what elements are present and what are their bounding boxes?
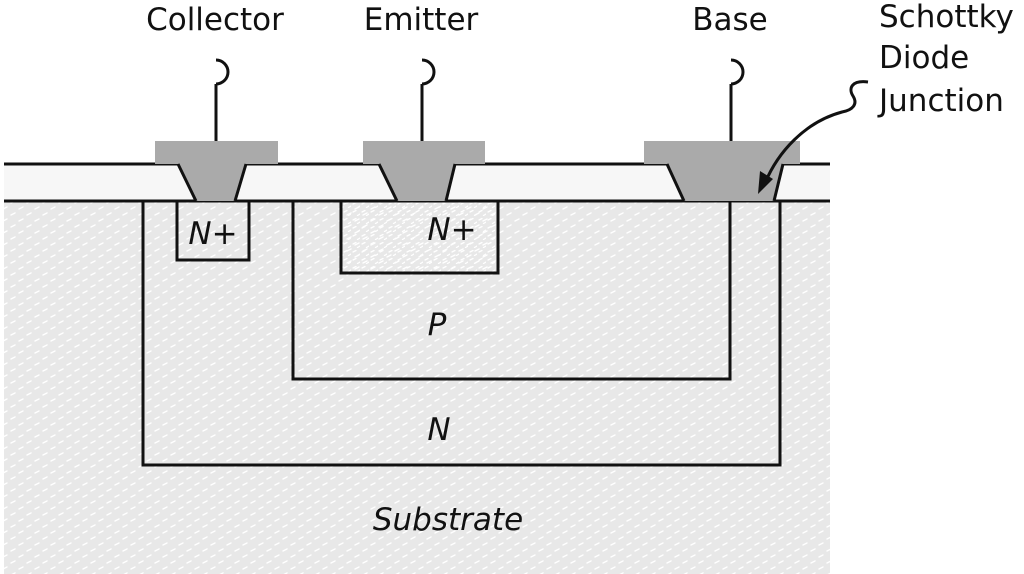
- schottky-pointer-arrow: [763, 80, 869, 184]
- emitter-contact-edge: [377, 163, 457, 202]
- collector-metal-contact: [155, 141, 278, 201]
- base-label: Base: [692, 2, 768, 38]
- annotation-line-1: Schottky: [879, 0, 1014, 35]
- p-region-outline: [291, 201, 732, 381]
- n-plus-emitter-outline: [339, 201, 500, 275]
- base-lead-wire: [729, 58, 745, 141]
- collector-contact-region-label: N+: [188, 216, 237, 252]
- n-plus-collector-outline: [175, 201, 251, 262]
- emitter-lead-wire: [420, 58, 436, 141]
- base-contact-edge: [665, 163, 785, 202]
- emitter-metal-contact: [363, 141, 485, 201]
- substrate-label: Substrate: [373, 502, 523, 538]
- collector-label: Collector: [146, 2, 284, 38]
- base-region-label: P: [428, 307, 447, 343]
- emitter-texture: [341, 203, 498, 273]
- collector-lead-wire: [214, 58, 230, 141]
- arrow-head-icon: [758, 171, 773, 194]
- n-region-outline: [141, 201, 782, 467]
- emitter-label: Emitter: [364, 2, 479, 38]
- annotation-line-3: Junction: [877, 83, 1004, 119]
- collector-contact-edge: [176, 163, 248, 202]
- emitter-region-label: N+: [427, 212, 476, 248]
- collector-region-label: N: [427, 412, 450, 448]
- annotation-line-2: Diode: [879, 40, 969, 76]
